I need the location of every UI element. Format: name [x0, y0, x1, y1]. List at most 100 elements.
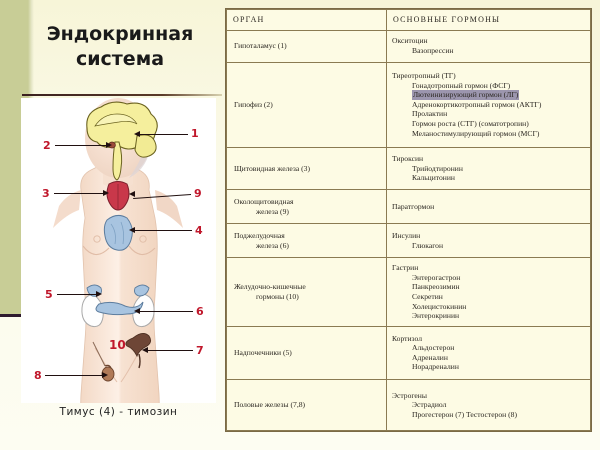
- left-strip-end-rule: [0, 314, 30, 317]
- leader-arrow-1: [134, 130, 140, 137]
- table-cell-organ: Надпочечники (5): [226, 325, 387, 380]
- title-underline-rule: [22, 94, 222, 96]
- organ-name: Гипофиз (2): [234, 99, 273, 109]
- anatomy-figure: [21, 98, 216, 403]
- leader-arrow-9: [129, 190, 135, 197]
- organ-name: Щитовидная железа (3): [234, 163, 310, 173]
- leader-line-4: [134, 230, 192, 231]
- hormone-name: Трийодтиронин: [412, 163, 463, 173]
- leader-line-7: [147, 350, 193, 351]
- hormone-name: Энтерокринин: [412, 311, 460, 321]
- page-title: Эндокринная система: [30, 22, 210, 72]
- hormone-name: Тиреотропный (ТГ): [392, 71, 456, 81]
- hormone-name: Холецистокинин: [412, 301, 467, 311]
- figure-caption: Тимус (4) - тимозин: [59, 406, 178, 418]
- hormone-name: Инсулин: [392, 231, 421, 241]
- leader-line-8: [45, 375, 103, 376]
- figure-label-4: 4: [195, 224, 203, 237]
- table-cell-hormones: Тиреотропный (ТГ)Гонадотропный гормон (Ф…: [386, 61, 591, 148]
- hormone-name: Панкреозимин: [412, 282, 460, 292]
- hormone-name: Альдостерон: [412, 343, 455, 353]
- page-title-line1: Эндокринная: [46, 23, 194, 45]
- figure-label-7: 7: [196, 344, 204, 357]
- table-header-organ: ОРГАН: [226, 9, 387, 31]
- table-cell-hormones: Паратгормон: [386, 189, 591, 225]
- leader-line-6: [139, 311, 193, 312]
- hormone-name: Тироксин: [392, 154, 424, 164]
- figure-label-3: 3: [42, 187, 50, 200]
- hormone-name: Норадреналин: [412, 362, 459, 372]
- organ-name-line2: железа (9): [256, 206, 289, 216]
- leader-arrow-8: [102, 371, 108, 378]
- leader-line-3: [54, 193, 104, 194]
- table-header-row: ОРГАН ОСНОВНЫЕ ГОРМОНЫ: [226, 9, 591, 31]
- figure-label-10: 10: [109, 338, 126, 352]
- hormone-name: Глюкагон: [412, 240, 444, 250]
- thymus-gland: [103, 214, 133, 251]
- organ-name: Половые железы (7,8): [234, 400, 306, 410]
- hormone-name: Лютеинизирующий гормон (ЛГ): [392, 90, 585, 100]
- thyroid-gland: [106, 181, 130, 211]
- hormone-name: Гормон роста (СТГ) (соматотропин): [412, 119, 529, 129]
- table-cell-organ: Щитовидная железа (3): [226, 146, 387, 191]
- testis-gland: [92, 341, 115, 382]
- page-title-line2: система: [75, 48, 165, 70]
- leader-arrow-2: [106, 141, 112, 148]
- organ-name: Гипоталамус (1): [234, 41, 287, 51]
- leader-arrow-4: [129, 226, 135, 233]
- hormone-name: Кортизол: [392, 333, 423, 343]
- hormone-name: Гастрин: [392, 263, 419, 273]
- hormones-table-grid: ОРГАН ОСНОВНЫЕ ГОРМОНЫ Гипоталамус (1) Ок…: [226, 9, 591, 432]
- ovary-uterus: [125, 333, 152, 369]
- figure-label-5: 5: [45, 288, 53, 301]
- hormone-name: Секретин: [412, 292, 443, 301]
- leader-line-2: [55, 145, 107, 146]
- hormone-name: Вазопрессин: [412, 46, 454, 56]
- table-cell-organ: Гипоталамус (1): [226, 29, 387, 63]
- hormone-name: Окситоцин: [392, 36, 428, 46]
- anatomy-figure-panel: 1 2 3 4 5 6 7 8 9 10: [21, 98, 216, 403]
- hormone-name: Адренокортикотропный гормон (АКТГ): [412, 99, 542, 109]
- table-cell-organ: Половые железы (7,8): [226, 378, 387, 432]
- hormone-name: Кальцитонин: [412, 173, 455, 183]
- hormone-name: Паратгормон: [392, 202, 435, 212]
- human-body-diagram: [53, 98, 183, 403]
- hormone-name: Гонадотропный гормон (ФСГ): [412, 80, 511, 90]
- hormone-name: Пролактин: [412, 109, 448, 119]
- hormones-table: ОРГАН ОСНОВНЫЕ ГОРМОНЫ Гипоталамус (1) Ок…: [225, 8, 592, 432]
- hormone-name: Эстрогены: [392, 390, 427, 400]
- leader-arrow-6: [134, 307, 140, 314]
- highlighted-hormone: Лютеинизирующий гормон (ЛГ): [412, 90, 520, 100]
- figure-label-2: 2: [43, 139, 51, 152]
- leader-line-5: [57, 294, 97, 295]
- figure-label-9: 9: [194, 187, 202, 200]
- figure-label-1: 1: [191, 127, 199, 140]
- hormone-name: Прогестерон (7) Тестостерон (8): [412, 409, 517, 419]
- organ-name: Надпочечники (5): [234, 347, 292, 357]
- organ-name-line2: гормоны (10): [256, 292, 299, 301]
- hormone-name: Меланостимулирующий гормон (МСГ): [412, 128, 540, 138]
- organ-name: Околощитовидная: [234, 197, 294, 207]
- table-head: ОРГАН ОСНОВНЫЕ ГОРМОНЫ: [226, 9, 591, 31]
- organ-name: Желудочно-кишечные: [234, 282, 306, 292]
- organ-name: Поджелудочная: [234, 231, 285, 241]
- figure-label-6: 6: [196, 305, 204, 318]
